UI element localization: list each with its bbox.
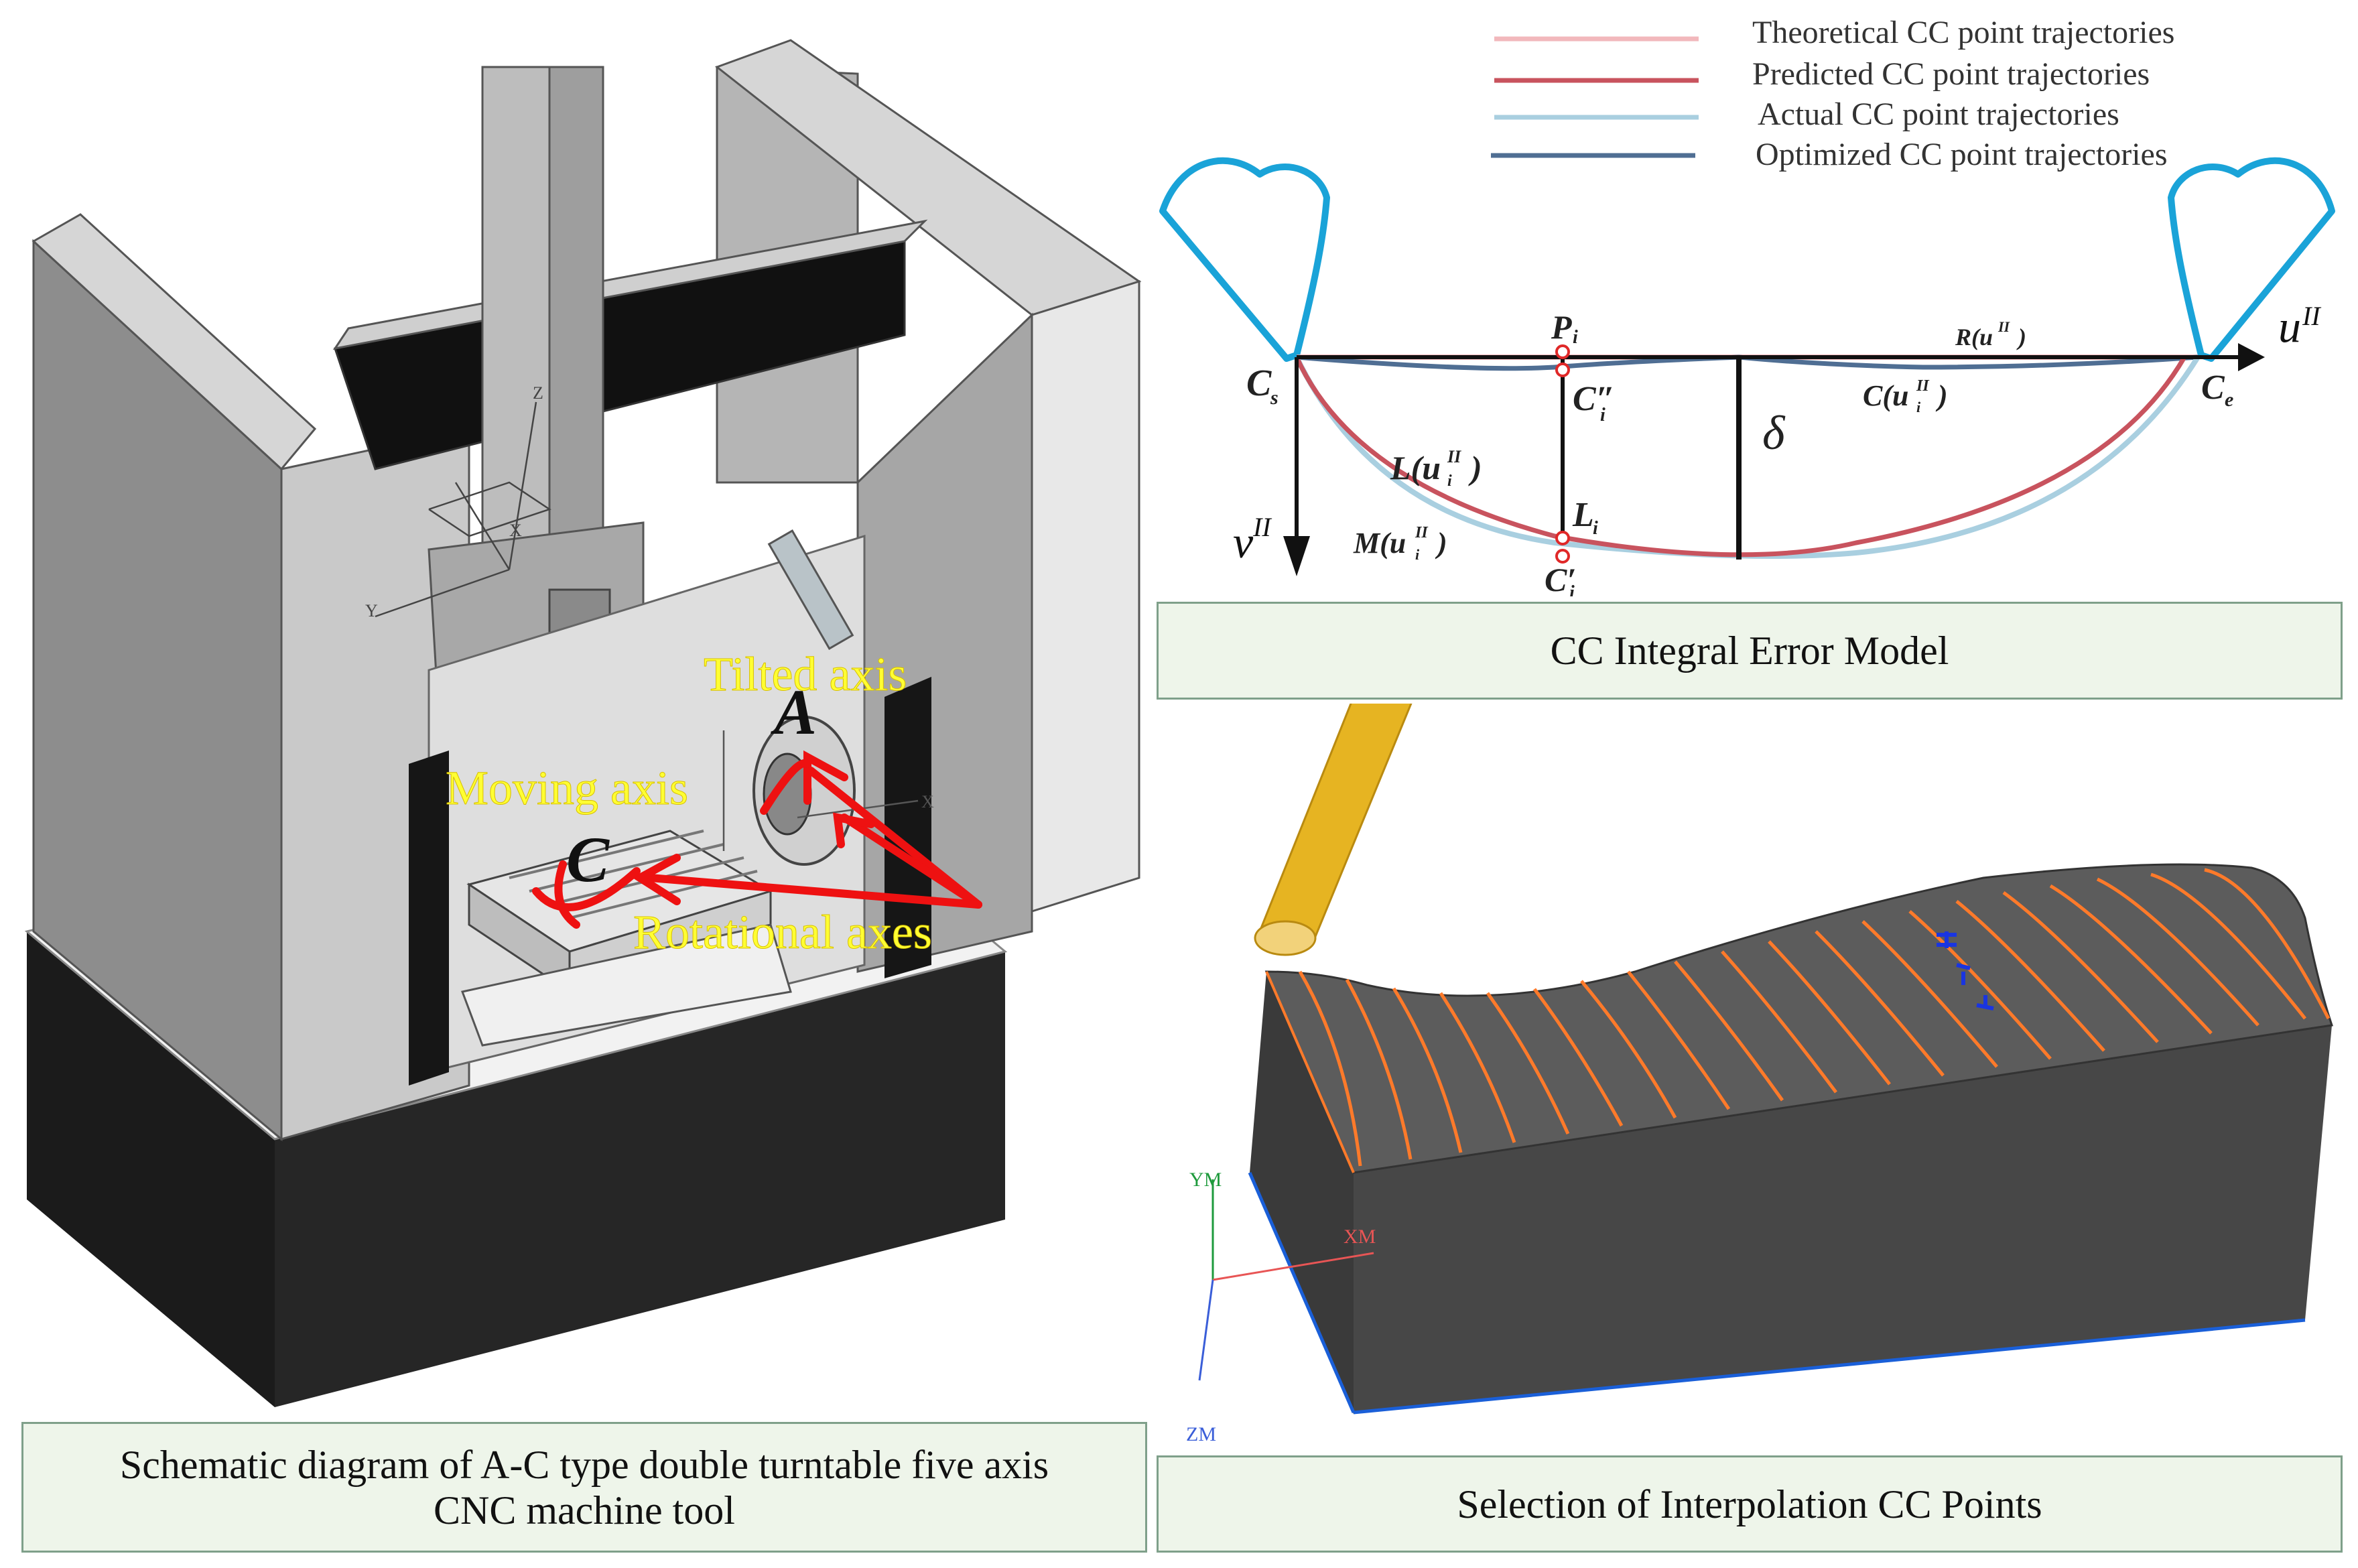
svg-text:P: P (1551, 308, 1572, 346)
cutting-tool-tip (1254, 920, 1317, 956)
u-axis-arrowhead (2238, 343, 2265, 371)
door-frame-left (409, 750, 449, 1086)
symbol-cs: C s (1246, 363, 1279, 409)
svg-text:C: C (1246, 363, 1272, 404)
csys-label-zm: ZM (1186, 1423, 1216, 1445)
point-ci2 (1555, 363, 1570, 377)
symbol-pi: P i (1551, 308, 1578, 348)
svg-text:): ) (1435, 527, 1447, 560)
machine-tool-diagram: Y X Z X Tilted axis Moving axis Rotation… (24, 39, 1142, 1407)
caption-error-model-text: CC Integral Error Model (1550, 629, 1949, 673)
axis-label-x: X (509, 521, 522, 540)
symbol-ci2: C″ i (1573, 380, 1615, 426)
caption-machine-line2: CNC machine tool (434, 1488, 735, 1532)
v-axis-arrowhead (1283, 536, 1310, 576)
svg-text:II: II (1997, 318, 2011, 335)
point-ci1 (1555, 549, 1570, 564)
svg-text:i: i (1916, 399, 1921, 415)
label-axis-a: A (771, 676, 817, 748)
rail-right (767, 529, 854, 650)
svg-text:II: II (1415, 524, 1429, 541)
label-moving-axis: Moving axis (446, 761, 688, 815)
right-column-side (1031, 279, 1140, 913)
svg-text:L: L (1572, 496, 1594, 534)
caption-error-model: CC Integral Error Model (1157, 602, 2343, 700)
error-model-diagram: Theoretical CC point trajectories Predic… (1159, 15, 2335, 596)
axis-label-y: Y (365, 601, 378, 620)
csys-label-xm: XM (1344, 1226, 1376, 1248)
svg-text:i: i (1447, 472, 1452, 490)
legend-label-actual: Actual CC point trajectories (1758, 96, 2119, 132)
symbol-delta: δ (1762, 406, 1786, 460)
svg-text:i: i (1569, 582, 1575, 596)
svg-text:e: e (2225, 389, 2233, 411)
axis-label-x-lower: X (921, 792, 934, 811)
legend-label-predicted: Predicted CC point trajectories (1752, 56, 2150, 92)
svg-text:s: s (1270, 387, 1279, 409)
legend-label-theoretical: Theoretical CC point trajectories (1752, 15, 2174, 50)
label-tilted-axis: Tilted axis (704, 647, 907, 701)
svg-text:): ) (1468, 449, 1482, 486)
function-m: M(u II i ) (1353, 524, 1447, 563)
tool-paths (1265, 868, 2331, 1173)
rotational-arrows (532, 750, 982, 929)
table-saddle (460, 923, 792, 1047)
block-left-edge (1248, 1172, 1356, 1413)
block-side (1354, 1025, 2332, 1414)
interpolation-markers (1937, 931, 1994, 1010)
svg-text:II: II (1252, 512, 1272, 542)
tool-right (2168, 157, 2335, 362)
svg-text:i: i (1600, 405, 1606, 426)
legend: Theoretical CC point trajectories Predic… (1491, 15, 2174, 172)
caption-machine-line1: Schematic diagram of A-C type double tur… (119, 1442, 1049, 1487)
label-axis-c: C (566, 824, 610, 895)
svg-text:L(u: L(u (1390, 449, 1441, 486)
symbol-ce: C e (2201, 369, 2233, 411)
symbol-li: L i (1572, 496, 1598, 539)
legend-label-optimized: Optimized CC point trajectories (1756, 137, 2168, 172)
point-li (1555, 531, 1570, 545)
svg-text:u: u (2278, 301, 2301, 352)
svg-text:C: C (2201, 369, 2225, 407)
svg-text:): ) (2016, 324, 2026, 350)
function-c: C(u II i ) (1863, 377, 1948, 415)
svg-text:II: II (2302, 301, 2321, 331)
csys-label-ym: YM (1189, 1169, 1222, 1191)
symbol-u-axis: u II (2278, 301, 2321, 352)
svg-text:M(u: M(u (1353, 527, 1406, 560)
svg-text:R(u: R(u (1955, 324, 1993, 350)
function-r: R(u II ) (1955, 318, 2026, 350)
svg-text:C″: C″ (1573, 380, 1615, 418)
symbol-ci1: C′ i (1545, 561, 1576, 596)
svg-text:II: II (1447, 447, 1461, 466)
caption-selection: Selection of Interpolation CC Points (1157, 1455, 2343, 1553)
freeform-surface (1264, 863, 2333, 1174)
label-rotational-axes: Rotational axes (633, 905, 932, 959)
machine-base-front (275, 952, 1005, 1407)
svg-text:II: II (1916, 377, 1930, 395)
axis-triad-upper (375, 401, 551, 618)
cutting-tool (1258, 704, 1413, 943)
svg-text:): ) (1935, 379, 1948, 412)
svg-text:i: i (1415, 546, 1420, 563)
axis-label-z: Z (533, 383, 543, 403)
point-pi (1555, 344, 1570, 359)
svg-text:i: i (1593, 518, 1598, 539)
svg-text:C′: C′ (1545, 561, 1576, 596)
left-column-top (31, 213, 317, 471)
block-front (1250, 972, 1354, 1414)
svg-text:v: v (1233, 517, 1254, 568)
svg-text:i: i (1573, 327, 1578, 348)
function-l: L(u II i ) (1390, 447, 1482, 490)
csys-triad (1198, 1179, 1374, 1381)
svg-text:C(u: C(u (1863, 379, 1908, 412)
caption-selection-text: Selection of Interpolation CC Points (1457, 1482, 2042, 1526)
symbol-v-axis: v II (1233, 512, 1272, 568)
tool-left (1159, 157, 1330, 362)
block-bottom-edge (1353, 1318, 2306, 1415)
selection-diagram: YM XM ZM (1186, 704, 2333, 1445)
caption-machine: Schematic diagram of A-C type double tur… (21, 1422, 1147, 1553)
machine-base (27, 931, 275, 1407)
